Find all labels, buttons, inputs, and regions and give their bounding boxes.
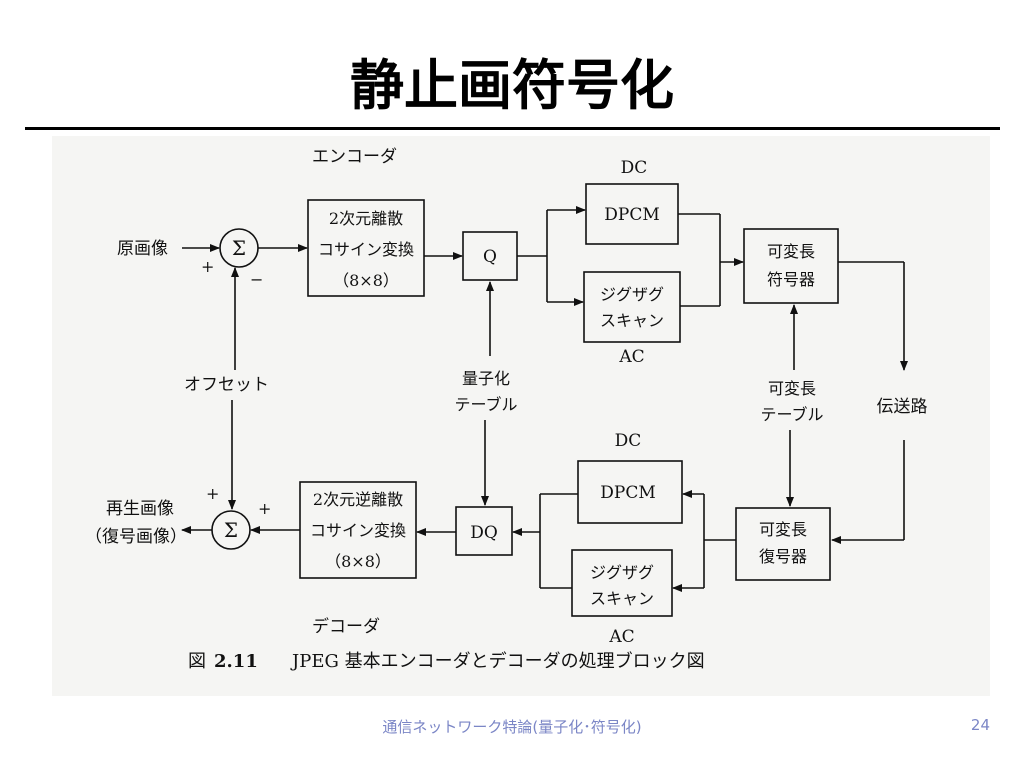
decoder-ac-label: AC bbox=[608, 627, 634, 647]
vlc-line-1: 可変長 bbox=[767, 242, 815, 261]
vl-table-line-2: テーブル bbox=[760, 405, 823, 424]
decoder-plus-right: + bbox=[258, 499, 271, 518]
encoder-label: エンコーダ bbox=[312, 147, 397, 167]
output-label-1: 再生画像 bbox=[106, 499, 174, 519]
dct-line-2: コサイン変換 bbox=[318, 240, 414, 259]
output-label-2: （復号画像） bbox=[85, 527, 187, 547]
caption-prefix: 図 bbox=[188, 651, 206, 672]
q-label: Q bbox=[483, 247, 497, 267]
dq-label: DQ bbox=[470, 523, 498, 543]
vl-table-line-1: 可変長 bbox=[768, 379, 816, 398]
encoder-dc-label: DC bbox=[621, 158, 648, 178]
dct-line-1: 2次元離散 bbox=[329, 209, 403, 228]
page-number: 24 bbox=[970, 716, 990, 734]
idct-line-2: コサイン変換 bbox=[310, 521, 406, 540]
idct-line-3: （8×8） bbox=[325, 552, 391, 571]
decoder-sigma: Σ bbox=[224, 518, 238, 542]
decoder-zigzag-line-1: ジグザグ bbox=[590, 563, 654, 582]
caption-number: 2.11 bbox=[214, 651, 258, 672]
encoder-sigma: Σ bbox=[232, 236, 246, 260]
encoder-minus: − bbox=[250, 270, 263, 289]
zigzag-decoder-box bbox=[571, 549, 673, 617]
dct-line-3: （8×8） bbox=[333, 271, 399, 290]
decoder-dc-label: DC bbox=[615, 431, 642, 451]
decoder-dpcm-label: DPCM bbox=[600, 483, 655, 503]
vld-box bbox=[735, 507, 831, 581]
encoder-dpcm-label: DPCM bbox=[604, 205, 659, 225]
input-label: 原画像 bbox=[117, 239, 168, 259]
vlc-box bbox=[743, 228, 839, 304]
decoder-label: デコーダ bbox=[312, 616, 380, 637]
channel-label: 伝送路 bbox=[877, 397, 928, 417]
quant-table-line-2: テーブル bbox=[454, 395, 517, 414]
vld-line-1: 可変長 bbox=[759, 520, 807, 539]
dct-box bbox=[307, 199, 425, 297]
quant-table-line-1: 量子化 bbox=[462, 369, 510, 388]
zigzag-encoder-box bbox=[583, 271, 681, 343]
offset-label: オフセット bbox=[184, 375, 269, 395]
encoder-zigzag-line-1: ジグザグ bbox=[600, 285, 664, 304]
encoder-ac-label: AC bbox=[618, 347, 644, 367]
slide-title: 静止画符号化 bbox=[350, 54, 674, 117]
title-divider bbox=[25, 127, 1000, 130]
encoder-plus: + bbox=[201, 257, 214, 276]
slide-footer: 通信ネットワーク特論(量子化･符号化) bbox=[382, 718, 642, 736]
decoder-plus-top: + bbox=[206, 484, 219, 503]
decoder-zigzag-line-2: スキャン bbox=[590, 589, 654, 608]
encoder-zigzag-line-2: スキャン bbox=[600, 311, 664, 330]
vld-line-2: 復号器 bbox=[759, 547, 807, 566]
idct-line-1: 2次元逆離散 bbox=[313, 490, 403, 509]
caption-text: JPEG 基本エンコーダとデコーダの処理ブロック図 bbox=[290, 650, 705, 672]
vlc-line-2: 符号器 bbox=[767, 270, 815, 289]
